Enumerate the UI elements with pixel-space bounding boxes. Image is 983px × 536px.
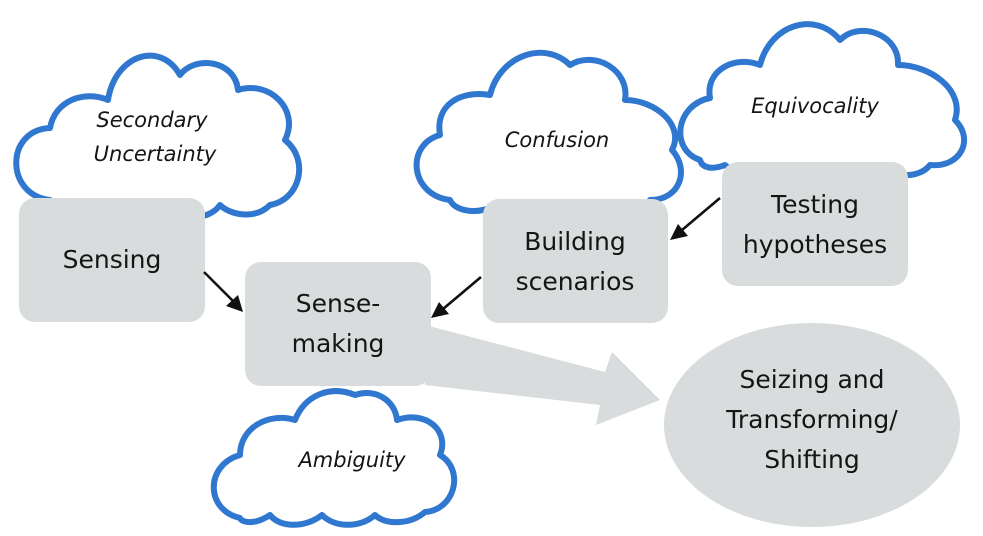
arrow-sensing-to-sensemaking [203,271,243,312]
node-label-seizing: Seizing and [740,365,885,394]
node-label-building: Building [524,227,625,256]
node-label-shifting: Shifting [764,445,859,474]
node-label-hypotheses: hypotheses [743,230,887,259]
cloud-label-confusion: Confusion [505,128,609,152]
cloud-label-uncertainty: Uncertainty [94,142,217,166]
node-label-testing: Testing [770,190,859,219]
cloud-secondary-uncertainty [13,52,303,223]
node-seizing-transforming [664,323,960,527]
node-label-transforming: Transforming/ [725,405,898,434]
arrow-testing-to-building [670,197,721,240]
broad-arrow-sensemaking-to-seizing [425,325,660,425]
node-sense-making [245,262,431,386]
node-label-scenarios: scenarios [516,267,635,296]
cloud-ambiguity [210,388,458,528]
cloud-label-secondary: Secondary [96,108,208,132]
cloud-label-ambiguity: Ambiguity [296,448,406,472]
node-label-sense: Sense- [296,289,381,318]
node-sensing [19,198,205,322]
node-testing-hypotheses [722,162,908,286]
node-building-scenarios [483,199,668,323]
node-label-sensing: Sensing [63,245,162,274]
arrow-building-to-sensemaking [431,276,482,318]
cloud-label-equivocality: Equivocality [751,94,879,118]
node-label-making: making [292,329,385,358]
